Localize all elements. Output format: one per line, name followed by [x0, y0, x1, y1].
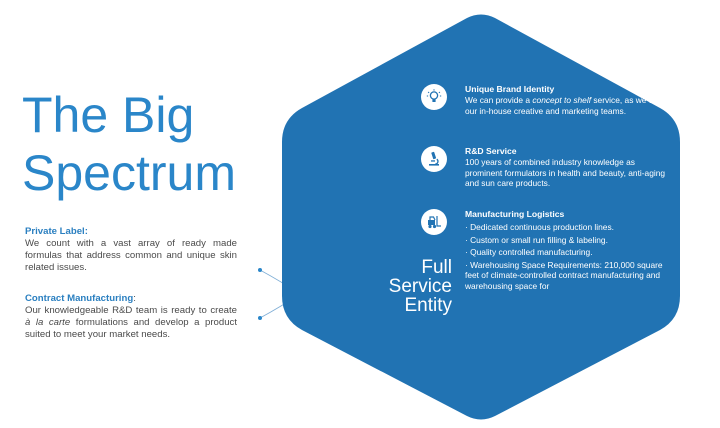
logistics-bullet: · Quality controlled manufacturing. — [465, 247, 593, 257]
forklift-icon — [421, 209, 447, 235]
contract-manufacturing-block: Contract Manufacturing: Our knowledgeabl… — [25, 293, 237, 341]
entity-line-3: Entity — [404, 295, 452, 316]
rnd-body: 100 years of combined industry knowledge… — [465, 157, 666, 188]
private-label-body: We count with a vast array of ready made… — [25, 238, 237, 273]
entity-line-1: Full — [421, 257, 452, 278]
brand-identity-heading: Unique Brand Identity — [465, 84, 555, 94]
lightbulb-icon — [421, 84, 447, 110]
logistics-bullet: · Warehousing Space Requirements: 210,00… — [465, 259, 663, 291]
title-line-2: Spectrum — [22, 145, 236, 201]
full-service-entity-label: Full Service Entity — [370, 258, 452, 315]
connector-dot-upper — [258, 268, 262, 272]
logistics-bullet: · Custom or small run filling & labeling… — [465, 234, 608, 245]
contract-colon: : — [133, 293, 136, 304]
page-title: The Big Spectrum — [22, 86, 236, 202]
brand-body-pre: We can provide a — [465, 95, 533, 105]
contract-body-em: à la carte — [25, 317, 71, 328]
brand-body-em: concept to shelf — [532, 95, 592, 105]
rnd-heading: R&D Service — [465, 146, 517, 156]
contract-body-post: formulations and develop a product suite… — [25, 317, 238, 340]
contract-manufacturing-body: Our knowledgeable R&D team is ready to c… — [25, 305, 237, 341]
contract-manufacturing-heading: Contract Manufacturing — [25, 293, 134, 304]
private-label-heading: Private Label — [25, 226, 85, 237]
logistics-heading: Manufacturing Logistics — [465, 209, 565, 219]
brand-body-post: service, as we utilize our in-house crea… — [465, 95, 671, 116]
brand-identity-body: We can provide a concept to shelf servic… — [465, 95, 671, 116]
private-label-colon: : — [84, 226, 88, 237]
private-label-heading-row: Private Label: — [25, 226, 237, 238]
entity-line-2: Service — [388, 276, 452, 297]
connector-dot-lower — [258, 316, 262, 320]
logistics-bullet: · Dedicated continuous production lines. — [465, 222, 614, 232]
contract-heading-row: Contract Manufacturing: — [25, 293, 237, 305]
contract-body-pre: Our knowledgeable R&D team is ready to c… — [25, 305, 237, 316]
microscope-icon — [421, 146, 447, 172]
title-line-1: The Big — [22, 87, 195, 143]
private-label-block: Private Label: We count with a vast arra… — [25, 226, 237, 274]
